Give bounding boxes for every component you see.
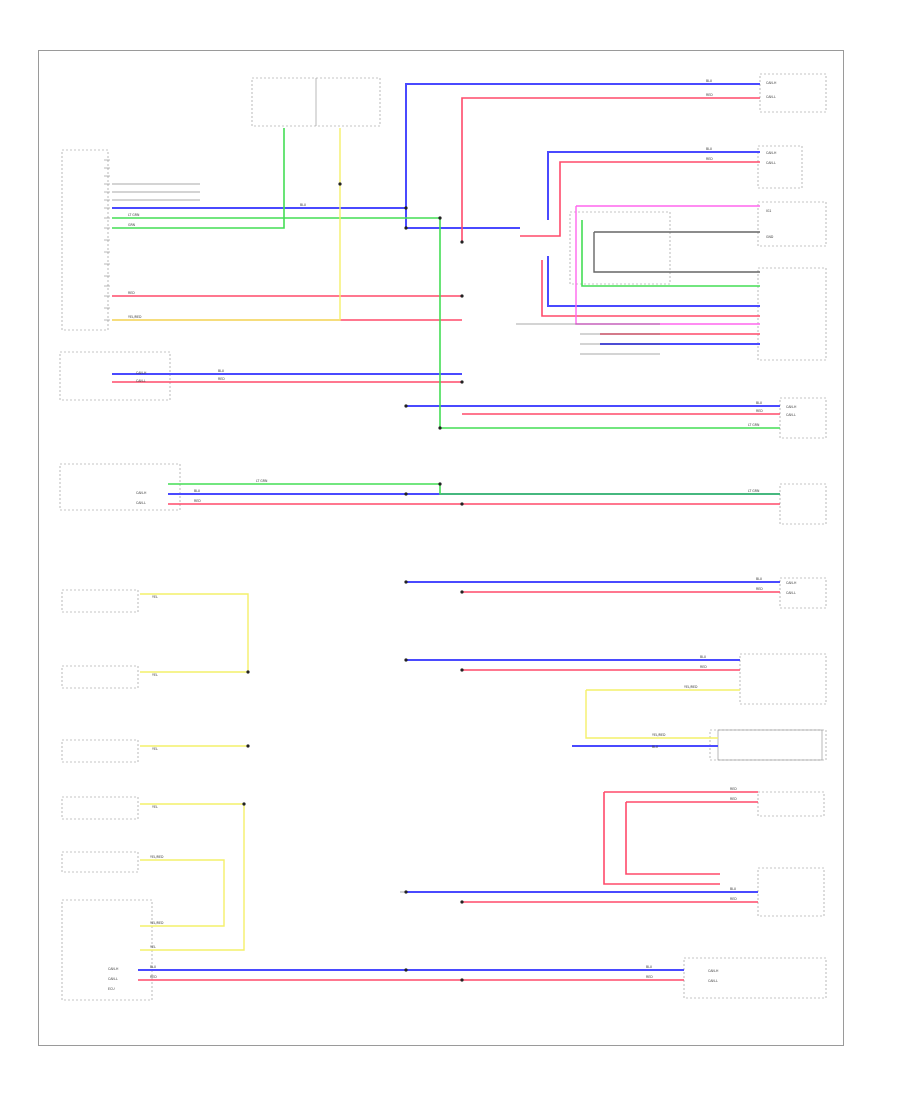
- right-connector-4: [757, 267, 827, 361]
- sensor-4: [61, 796, 139, 820]
- right-connector-11: [757, 867, 825, 917]
- left-module-2: [59, 351, 171, 401]
- right-connector-7: [779, 577, 827, 609]
- pin-label: CAN-L: [708, 979, 718, 983]
- wire-label: RED: [756, 587, 763, 591]
- wire-label: BLU: [652, 745, 659, 749]
- pin-label: CAN-L: [786, 413, 796, 417]
- wire-label: RED: [730, 797, 737, 801]
- wire-label: GRN: [128, 223, 136, 227]
- component-boxes: [59, 73, 827, 1001]
- pin-label: CAN-H: [136, 491, 147, 495]
- right-connector-6: [779, 483, 827, 525]
- wire-label: YEL/RED: [652, 733, 666, 737]
- wire-label: RED: [150, 975, 157, 979]
- sensor-2: [61, 665, 139, 689]
- wire-label: YEL: [152, 595, 158, 599]
- left-module-3: [59, 463, 181, 511]
- pin-label: CAN-L: [786, 591, 796, 595]
- wire-label: RED: [756, 409, 763, 413]
- pin-label: CAN-H: [766, 81, 777, 85]
- wire-labels: BLU RED BLU RED BLU LT GRN GRN RED YEL/R…: [128, 79, 763, 979]
- pin-labels: CAN-H CAN-L CAN-H CAN-L CAN-H CAN-L CAN-…: [108, 81, 797, 991]
- left-module-pins: [104, 159, 110, 321]
- wire-label: RED: [730, 897, 737, 901]
- wire-label: BLU: [300, 203, 307, 207]
- wire-label: BLU: [706, 79, 713, 83]
- pin-label: CAN-H: [786, 581, 797, 585]
- wire-label: BLU: [646, 965, 653, 969]
- right-connector-2: [757, 145, 803, 189]
- splice-points: [242, 182, 464, 982]
- pin-label: CAN-H: [786, 405, 797, 409]
- wire-label: BLU: [218, 369, 225, 373]
- wire-label: BLU: [194, 489, 201, 493]
- right-connector-10: [757, 791, 825, 817]
- wire-label: RED: [706, 93, 713, 97]
- wire-label: YEL: [152, 673, 158, 677]
- pin-label: CAN-L: [136, 501, 146, 505]
- wire-label: LT GRN: [748, 489, 760, 493]
- wire-label: RED: [194, 499, 201, 503]
- pin-label: IG1: [766, 209, 771, 213]
- red-wires: [112, 97, 780, 981]
- left-control-module: [61, 149, 109, 331]
- wire-label: RED: [706, 157, 713, 161]
- wire-label: RED: [700, 665, 707, 669]
- wire-label: LT GRN: [128, 213, 140, 217]
- pin-label: CAN-L: [766, 161, 776, 165]
- wire-label: BLU: [756, 577, 763, 581]
- wire-label: YEL/RED: [150, 855, 164, 859]
- sensor-1: [61, 589, 139, 613]
- blue-wires: [112, 83, 780, 971]
- wire-label: YEL/RED: [150, 921, 164, 925]
- pin-label: CAN-L: [766, 95, 776, 99]
- wire-label: BLU: [700, 655, 707, 659]
- pin-label: CAN-L: [108, 977, 118, 981]
- pin-label: GND: [766, 235, 774, 239]
- wire-label: YEL: [150, 945, 156, 949]
- right-top-connector: [759, 73, 827, 113]
- right-connector-3: [757, 201, 827, 247]
- pin-label: ECU: [108, 987, 115, 991]
- stub-wires: [112, 183, 660, 893]
- wire-label: RED: [646, 975, 653, 979]
- wire-label: RED: [218, 377, 225, 381]
- diagram-frame: [38, 50, 844, 1046]
- left-module-4: [61, 899, 153, 1001]
- wire-label: YEL: [152, 805, 158, 809]
- switch-box: [61, 851, 139, 873]
- wire-label: BLU: [150, 965, 157, 969]
- sensor-3: [61, 739, 139, 763]
- wire-label: YEL: [152, 747, 158, 751]
- wire-label: RED: [128, 291, 135, 295]
- pin-label: CAN-H: [766, 151, 777, 155]
- right-connector-9: [709, 729, 827, 761]
- wire-label: LT GRN: [256, 479, 268, 483]
- yellow-wires: [112, 128, 740, 951]
- right-connector-8: [739, 653, 827, 705]
- wire-label: YEL/RED: [128, 315, 142, 319]
- wire-label: YEL/RED: [684, 685, 698, 689]
- right-connector-5: [779, 397, 827, 439]
- wire-label: RED: [730, 787, 737, 791]
- gray-wires: [593, 231, 760, 273]
- wire-label: LT GRN: [748, 423, 760, 427]
- green-wires: [112, 128, 780, 495]
- wire-label: BLU: [706, 147, 713, 151]
- pin-label: CAN-H: [136, 371, 147, 375]
- wire-label: BLU: [756, 401, 763, 405]
- right-connector-12: [683, 957, 827, 999]
- pin-label: CAN-L: [136, 379, 146, 383]
- pin-label: CAN-H: [708, 969, 719, 973]
- inner-block-2: [717, 729, 823, 761]
- wire-label: BLU: [730, 887, 737, 891]
- pin-label: CAN-H: [108, 967, 119, 971]
- inner-block-1: [569, 211, 671, 285]
